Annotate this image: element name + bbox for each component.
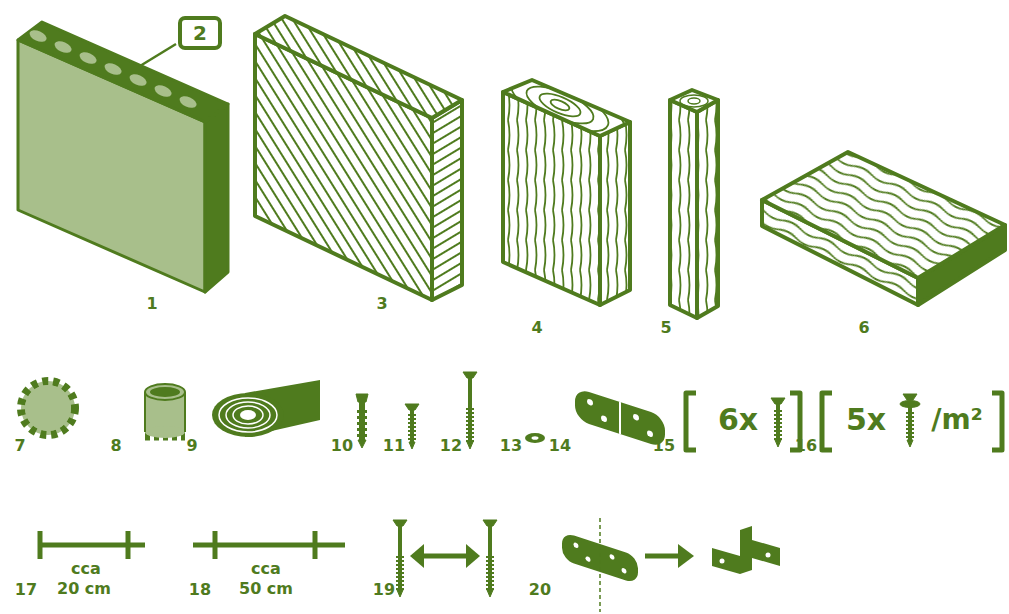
callout-number: 17: [15, 582, 37, 598]
callout-number: 11: [383, 438, 405, 454]
tape-roll: [212, 380, 320, 437]
callout-number: 12: [440, 438, 462, 454]
dimension-lines: [38, 531, 345, 559]
callout-number: 20: [529, 582, 551, 598]
hinge-bending: [562, 518, 780, 612]
quantity-text: /m²: [931, 406, 983, 434]
clt-panel: [255, 16, 462, 300]
callout-number: cca: [251, 561, 281, 577]
timber-board: [762, 152, 1005, 305]
callout-number: 9: [186, 438, 197, 454]
quantity-text: 6x: [718, 405, 758, 435]
timber-post: [670, 90, 718, 318]
saw-disc: [21, 381, 75, 435]
callout-number: 2: [193, 23, 207, 43]
callout-number: 20 cm: [57, 581, 111, 597]
screws: [356, 372, 920, 597]
double-arrow: [410, 544, 480, 568]
callout-number: 18: [189, 582, 211, 598]
callout-number: 6: [858, 320, 869, 336]
callout-number: 5: [660, 320, 671, 336]
callout-number: 1: [146, 296, 157, 312]
callout-number: 16: [795, 438, 817, 454]
insulation-panel: [18, 22, 228, 292]
callout-number: 14: [549, 438, 571, 454]
callout-number: 7: [14, 438, 25, 454]
callout-number: 19: [373, 582, 395, 598]
timber-block: [486, 56, 634, 305]
leader-line: [140, 44, 176, 66]
callout-number: cca: [71, 561, 101, 577]
callout-number: 8: [110, 438, 121, 454]
washer: [525, 433, 545, 443]
quantity-text: 5x: [846, 405, 886, 435]
callout-number: 3: [376, 296, 387, 312]
callout-number: 4: [531, 320, 542, 336]
callout-box: 2: [178, 16, 222, 50]
hole-saw: [145, 384, 185, 438]
callout-number: 13: [500, 438, 522, 454]
callout-number: 15: [653, 438, 675, 454]
brackets: [686, 393, 1002, 450]
callout-number: 10: [331, 438, 353, 454]
hinge-plate: [575, 387, 665, 448]
callout-number: 50 cm: [239, 581, 293, 597]
